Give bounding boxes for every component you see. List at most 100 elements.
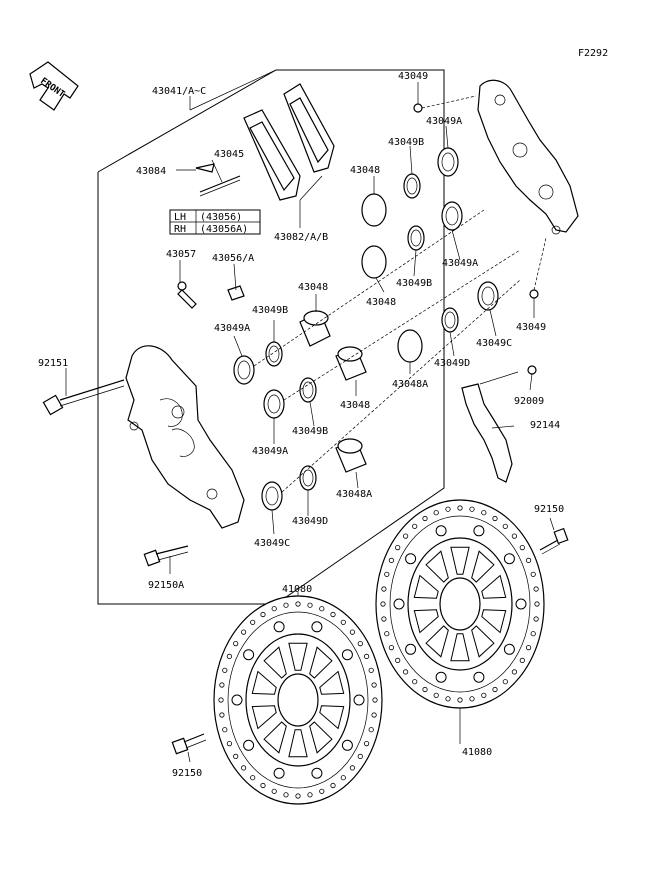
rotor-button	[243, 739, 255, 751]
drill-hole	[349, 629, 355, 635]
mounting-bolt-92150a	[143, 545, 189, 567]
label-43049c-a: 43049C	[254, 538, 290, 549]
drill-hole	[260, 782, 266, 789]
rotor-spoke-cutout	[481, 609, 507, 634]
rotor-button	[231, 694, 243, 706]
drill-hole	[219, 712, 225, 718]
drill-hole	[381, 586, 387, 592]
rotor-spoke-cutout	[425, 550, 449, 583]
drill-hole	[402, 669, 409, 675]
variant-rh-part: (43056A)	[200, 224, 248, 235]
drill-hole	[233, 753, 239, 760]
label-92150a: 92150A	[148, 580, 184, 591]
label-43049a-b: 43049A	[252, 446, 288, 457]
drill-hole	[250, 619, 256, 625]
left-caliper-body	[125, 345, 245, 529]
bleeder-valve	[177, 281, 197, 309]
drill-hole	[241, 629, 247, 635]
label-43049b-b: 43049B	[292, 426, 328, 437]
variant-lh-side: LH	[174, 212, 186, 223]
drill-hole	[534, 601, 540, 607]
rotor-spoke-cutout	[413, 609, 439, 634]
rotor-spoke-cutout	[450, 633, 470, 662]
drill-hole	[511, 533, 518, 539]
drill-hole	[380, 601, 386, 607]
rotor-button	[393, 598, 405, 610]
leader-lines	[65, 69, 555, 763]
variant-table: LH (43056) RH (43056A)	[169, 209, 261, 235]
rotor-button	[435, 525, 447, 537]
label-43084: 43084	[136, 166, 166, 177]
drill-hole	[368, 727, 374, 733]
drill-hole	[363, 653, 370, 660]
drill-hole	[283, 602, 289, 608]
drill-hole	[412, 679, 418, 685]
drill-hole	[519, 657, 525, 664]
variant-lh-part: (43056)	[200, 212, 242, 223]
drill-hole	[371, 682, 377, 688]
drill-hole	[533, 586, 539, 592]
bracket-screw	[527, 365, 537, 375]
drill-hole	[226, 653, 232, 660]
brake-pads	[243, 83, 335, 201]
drill-hole	[384, 571, 390, 577]
drill-hole	[283, 792, 289, 798]
label-43049b-top: 43049B	[388, 137, 424, 148]
drill-hole	[530, 571, 536, 577]
rotor-button	[435, 671, 447, 683]
left-seals-pistons	[233, 310, 367, 511]
label-43082: 43082/A/B	[274, 232, 328, 243]
drill-hole	[307, 602, 313, 608]
drill-hole	[340, 775, 346, 781]
part-labels: 43041/A~C 43045 43084 43082/A/B 43057 43…	[38, 71, 564, 779]
rotor-spoke-cutout	[319, 670, 345, 695]
label-43049-r: 43049	[516, 322, 546, 333]
drill-hole	[530, 631, 536, 637]
rotor-spoke-cutout	[471, 550, 495, 583]
label-43049b-a: 43049B	[252, 305, 288, 316]
rotor-button	[341, 649, 353, 661]
drill-hole	[260, 611, 266, 618]
label-43049b-r: 43049B	[396, 278, 432, 289]
rotor-spoke-cutout	[263, 646, 287, 679]
drill-hole	[433, 692, 439, 698]
drill-hole	[271, 788, 277, 794]
rotor-button	[503, 553, 515, 565]
rotor-button	[515, 598, 527, 610]
label-92144: 92144	[530, 420, 560, 431]
label-92150-r: 92150	[534, 504, 564, 515]
drill-hole	[402, 533, 409, 539]
drill-hole	[219, 682, 225, 688]
rotor-button	[405, 643, 417, 655]
rotor-button	[273, 621, 285, 633]
mounting-bolt-92151	[42, 379, 125, 416]
drill-hole	[363, 740, 370, 747]
drill-hole	[481, 692, 487, 698]
brake-disc-right	[375, 499, 545, 709]
drill-hole	[384, 631, 390, 637]
drill-hole	[388, 557, 394, 564]
drill-hole	[525, 557, 532, 564]
rotor-button	[311, 767, 323, 779]
label-41080-l: 41080	[282, 584, 312, 595]
rotor-spoke-cutout	[251, 670, 277, 695]
rotor-spoke-cutout	[288, 729, 308, 758]
drill-hole	[525, 644, 532, 651]
drill-hole	[457, 697, 463, 703]
drill-hole	[533, 616, 539, 622]
drill-hole	[395, 544, 401, 551]
label-43049d-r: 43049D	[434, 358, 470, 369]
drill-hole	[502, 523, 508, 529]
drill-hole	[492, 515, 498, 522]
label-43049d-a: 43049D	[292, 516, 328, 527]
rotor-spoke-cutout	[309, 721, 333, 754]
drill-hole	[271, 606, 277, 612]
drill-hole	[433, 510, 439, 516]
drill-hole	[469, 506, 475, 512]
drill-hole	[319, 606, 325, 612]
pad-spring-bracket	[461, 383, 513, 483]
rotor-button	[341, 739, 353, 751]
drill-hole	[511, 669, 518, 675]
drill-hole	[241, 765, 247, 771]
